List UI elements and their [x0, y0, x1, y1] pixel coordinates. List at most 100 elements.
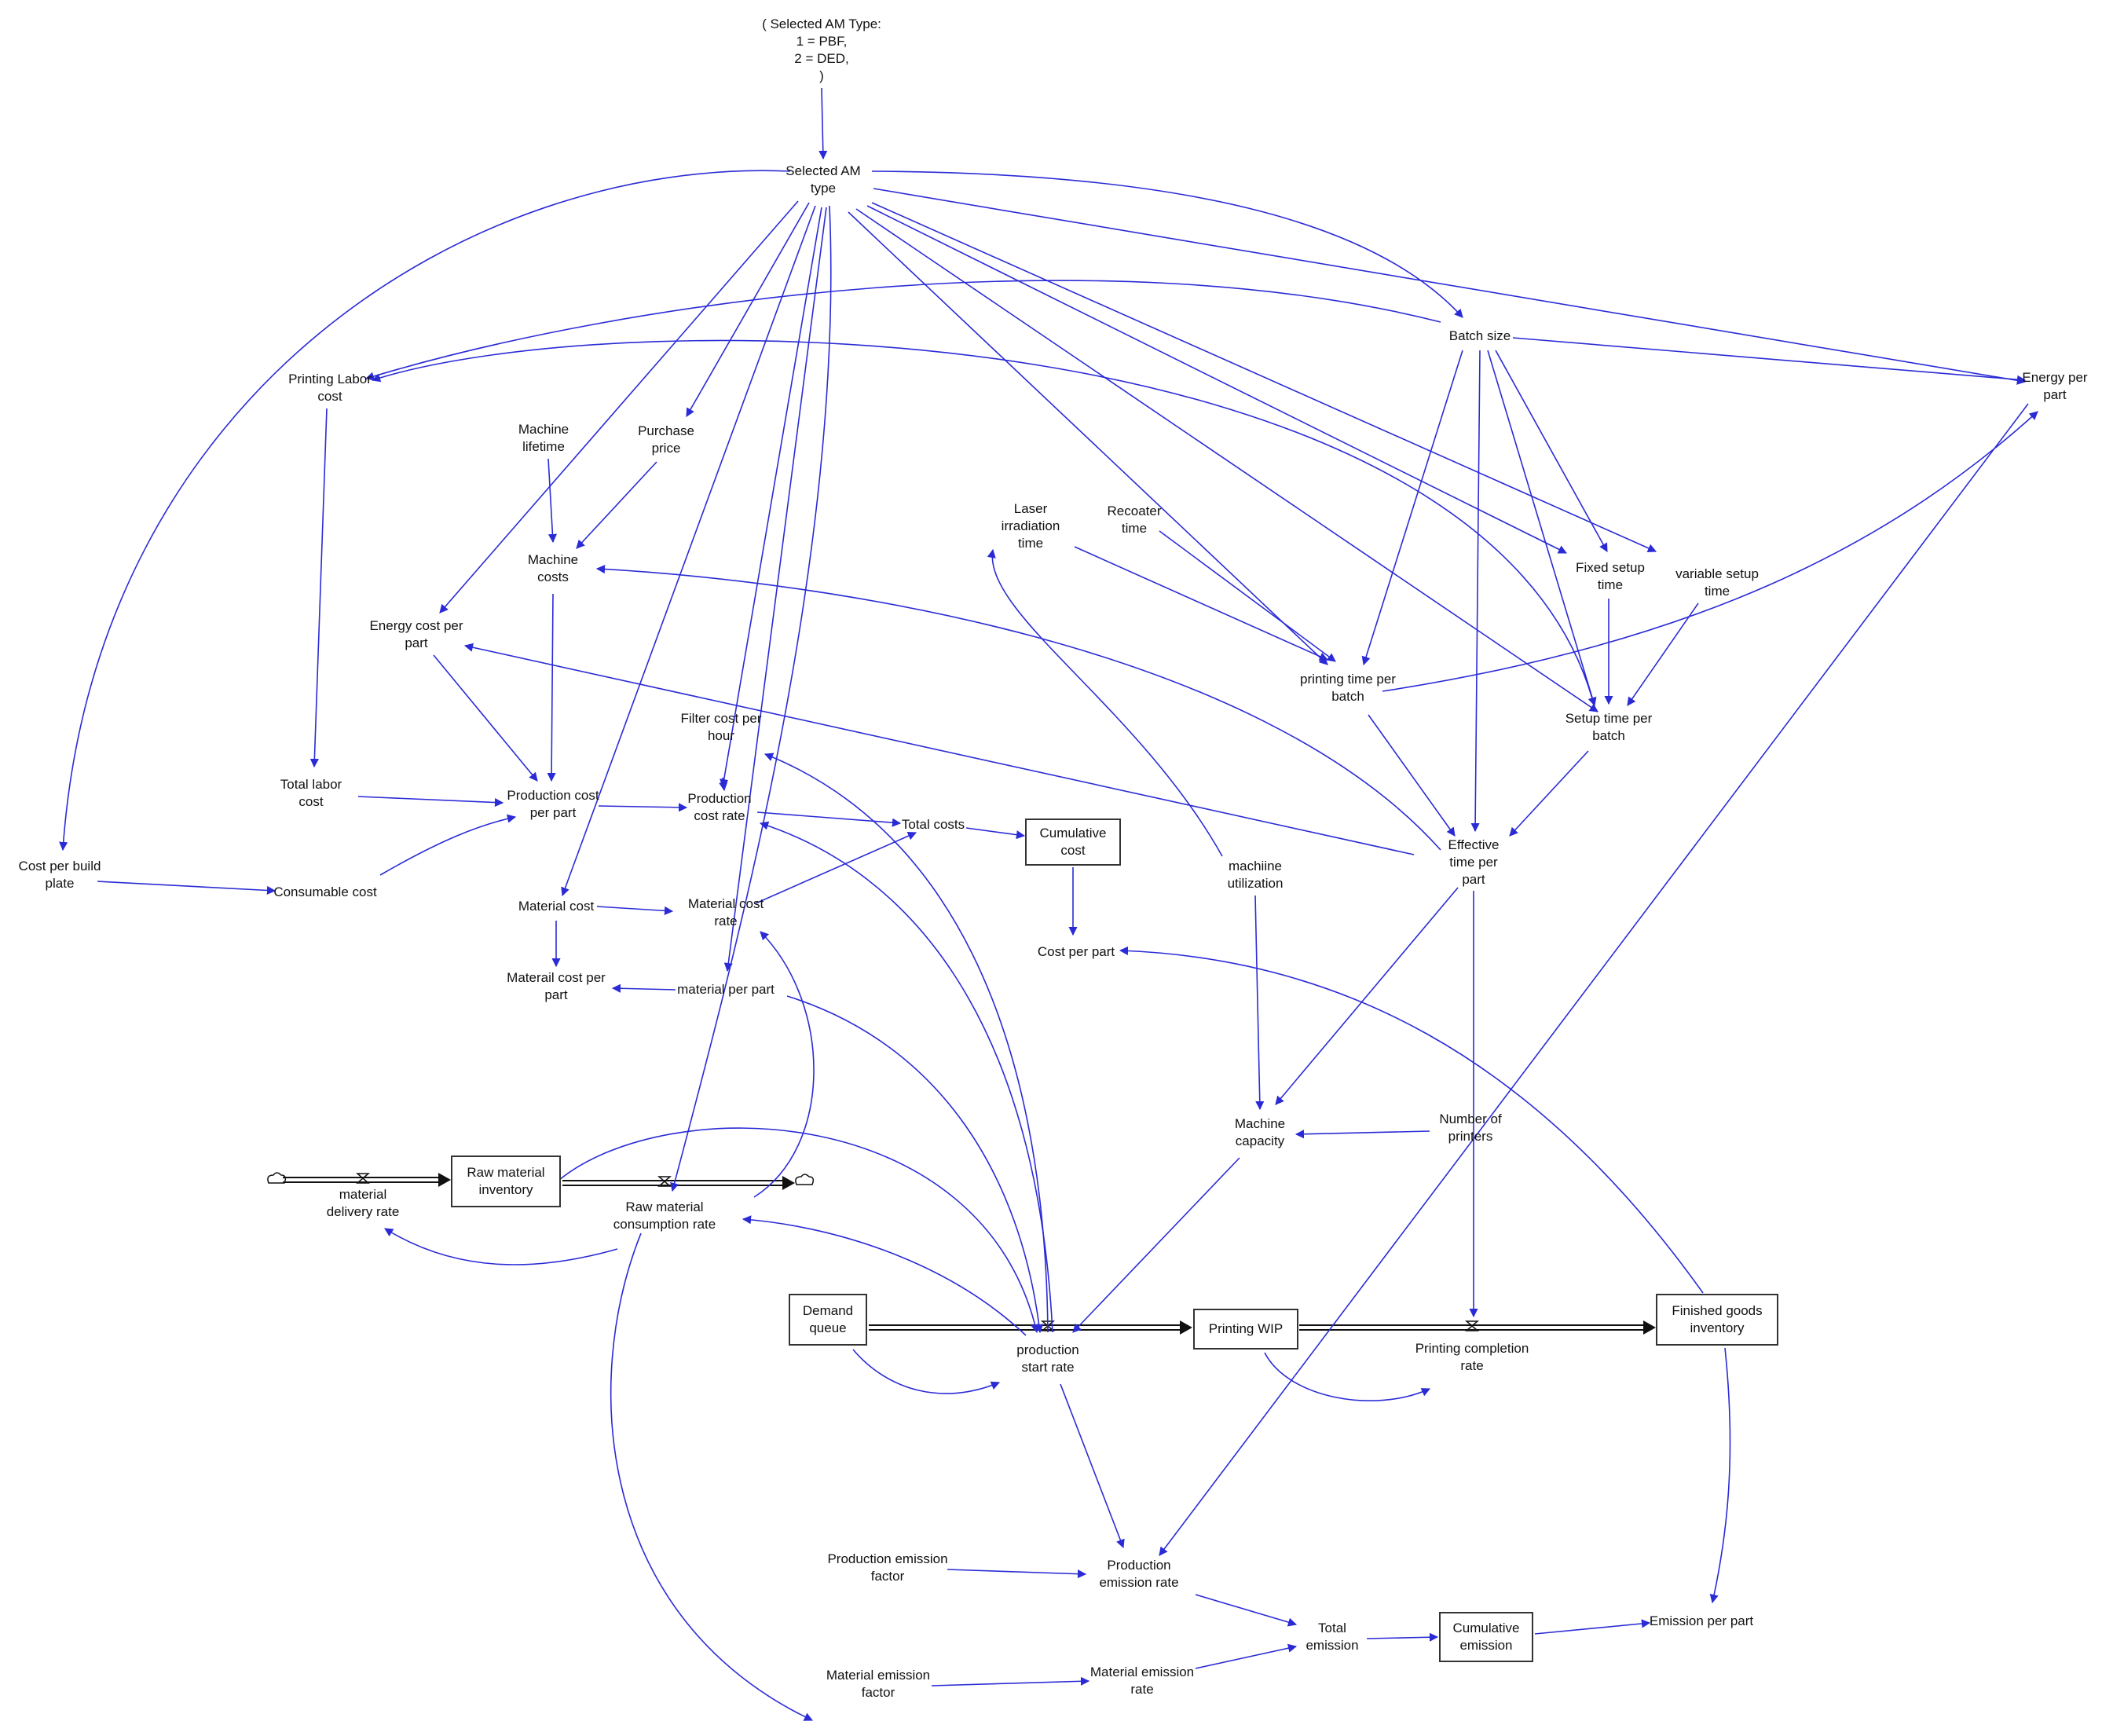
link-batch-size-to-effective-time-per-part [1470, 350, 1481, 833]
link-total-labor-to-production-cost-per-part [357, 796, 504, 808]
emission-per-part: Emission per part [1649, 1613, 1754, 1628]
link-printing-time-to-energy-per-part [1382, 411, 2038, 692]
link-machine-utilization-to-machine-capacity [1254, 895, 1265, 1111]
link-printing-time-to-effective-time [1368, 714, 1456, 837]
variable-setup-time: variable setup time [1675, 566, 1759, 599]
production-start-flow [869, 1320, 1192, 1335]
cost-per-part: Cost per part [1037, 944, 1115, 959]
material-delivery-valve [355, 1173, 371, 1184]
energy-per-part: Energy per part [2022, 370, 2088, 402]
link-machine-lifetime-to-machine-costs [547, 458, 558, 544]
material-emission-factor: Material emission factor [826, 1668, 931, 1700]
link-production-cost-rate-to-total-costs [756, 811, 902, 827]
materail-cost-per-part: Materail cost per part [507, 970, 606, 1002]
link-consumption-rate-to-delivery-rate [384, 1228, 618, 1265]
link-batch-size-to-setup-time-per-batch [1487, 350, 1597, 707]
link-filter-cost-to-production-cost-rate [719, 777, 728, 792]
link-material-emission-rate-to-total [1195, 1643, 1298, 1669]
printing-time-per-batch: printing time per batch [1300, 672, 1396, 704]
link-am-type-to-purchase-price [686, 202, 810, 417]
raw-material-consumption-rate: Raw material consumption rate [613, 1199, 716, 1232]
link-finished-goods-to-emission-per-part [1709, 1347, 1731, 1604]
link-am-type-to-variable-setup-time [871, 202, 1657, 553]
link-production-start-to-production-emission-rate [1060, 1383, 1125, 1549]
link-demand-queue-to-production-start-rate [852, 1349, 1001, 1394]
link-production-start-to-consumption-rate [742, 1215, 1027, 1336]
link-printing-labor-cost-to-total-labor-cost [309, 408, 328, 768]
machine-costs: Machine costs [527, 552, 579, 584]
link-material-per-part-to-production-start-rate [786, 995, 1044, 1334]
link-batch-size-to-fixed-setup-time [1495, 350, 1608, 552]
raw-material-inventory-stock: Raw material inventory [451, 1156, 561, 1207]
link-production-emission-factor-to-rate [947, 1569, 1087, 1579]
material-cost-rate: Material cost rate [687, 896, 764, 928]
machine-utilization: machiine utilization [1227, 859, 1284, 891]
link-am-type-to-production-cost-rate [720, 207, 822, 789]
link-effective-time-to-machine-costs [595, 564, 1441, 851]
purchase-price: Purchase price [638, 423, 694, 456]
cost-per-build-plate: Cost per build plate [18, 859, 101, 891]
fixed-setup-time: Fixed setup time [1576, 560, 1645, 592]
link-energy-cost-to-production-cost-per-part [433, 654, 538, 782]
printing-labor-cost: Printing Labor cost [288, 372, 372, 404]
source-cloud [267, 1172, 287, 1184]
effective-time-per-part: Effective time per part [1448, 837, 1500, 887]
production-cost-per-part: Production cost per part [507, 788, 599, 820]
link-machine-costs-to-production-cost-per-part [547, 593, 556, 782]
consumable-cost: Consumable cost [273, 884, 377, 899]
link-am-type-to-raw-material-consumption [670, 205, 832, 1192]
link-effective-time-to-energy-cost [463, 643, 1415, 855]
link-printing-wip-to-completion-rate [1264, 1352, 1431, 1401]
production-emission-rate: Production emission rate [1099, 1558, 1179, 1590]
link-material-emission-factor-to-rate [931, 1676, 1090, 1687]
total-emission: Total emission [1306, 1621, 1359, 1653]
machine-capacity: Machine capacity [1234, 1116, 1286, 1148]
link-consumption-rate-to-material-cost-rate [753, 931, 815, 1198]
material-emission-rate: Material emission rate [1089, 1665, 1195, 1697]
link-production-emission-rate-to-total [1195, 1594, 1298, 1627]
link-production-start-to-production-cost-rate [759, 821, 1053, 1333]
link-am-type-to-material-per-part [723, 207, 827, 972]
link-purchase-price-to-machine-costs [576, 461, 657, 549]
link-total-emission-to-cumulative [1366, 1632, 1439, 1642]
link-material-per-part-to-materail-cost-per-part [611, 983, 676, 993]
link-am-type-to-cost-per-build-plate [59, 170, 791, 852]
number-of-printers: Number of printers [1439, 1112, 1502, 1144]
link-production-cost-per-part-to-rate [598, 803, 688, 812]
selected-am-type-note: ( Selected AM Type: 1 = PBF, 2 = DED, ) [762, 16, 881, 83]
selected-am-type: Selected AM type [786, 163, 861, 196]
material-cost: Material cost [518, 899, 595, 914]
link-note-to-selected-am-type [818, 87, 828, 160]
link-setup-time-to-effective-time [1509, 750, 1589, 837]
laser-irradiation-time: Laser irradiation time [1001, 501, 1060, 551]
machine-lifetime: Machine lifetime [518, 422, 569, 454]
recoater-time: Recoater time [1107, 504, 1162, 536]
production-cost-rate: Production cost rate [687, 791, 752, 823]
cumulative-emission-stock: Cumulative emission [1439, 1612, 1533, 1662]
link-am-type-to-energy-per-part [873, 188, 2027, 385]
link-am-type-to-printing-time-per-batch [848, 211, 1328, 665]
printing-completion-flow [1299, 1320, 1656, 1335]
total-labor-cost: Total labor cost [280, 777, 342, 809]
energy-cost-per-part: Energy cost per part [369, 618, 463, 650]
link-am-type-path-to-machine-utilization [987, 548, 1223, 857]
raw-material-consumption-flow [562, 1176, 795, 1190]
link-cumulative-emission-to-emission-per-part [1534, 1619, 1651, 1635]
production-start-rate: production start rate [1016, 1342, 1079, 1375]
link-am-type-to-material-cost [561, 205, 816, 897]
total-costs: Total costs [901, 817, 965, 832]
link-machine-capacity-to-production-start-rate [1072, 1157, 1240, 1333]
link-production-start-to-filter-cost [764, 753, 1049, 1333]
printing-wip-stock: Printing WIP [1193, 1309, 1298, 1350]
demand-queue-stock: Demand queue [789, 1294, 867, 1346]
link-am-type-to-energy-cost-per-part [439, 200, 799, 613]
link-raw-inventory-to-production-start-rate [558, 1127, 1040, 1334]
link-consumable-to-production-cost-per-part [379, 814, 517, 876]
link-laser-time-to-printing-time [1074, 546, 1329, 661]
material-delivery-rate: material delivery rate [326, 1187, 400, 1219]
link-number-of-printers-to-machine-capacity [1295, 1130, 1430, 1139]
link-recoater-time-to-printing-time [1159, 530, 1336, 662]
printing-completion-rate: Printing completion rate [1415, 1341, 1529, 1373]
